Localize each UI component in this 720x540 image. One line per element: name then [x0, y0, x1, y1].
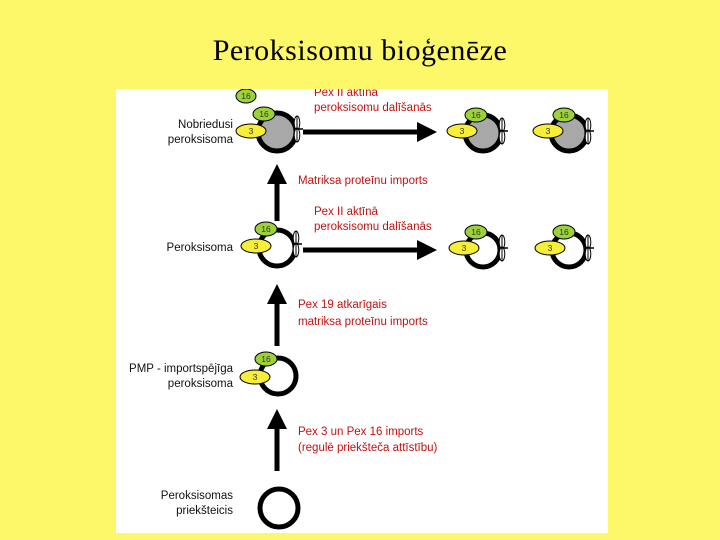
svg-text:3: 3 [548, 243, 553, 253]
pex3-protein [448, 240, 480, 256]
transition-label: Pex 19 atkarīgais [298, 299, 387, 311]
svg-text:3: 3 [249, 126, 254, 136]
svg-text:16: 16 [261, 224, 271, 234]
pex3-protein [240, 238, 272, 254]
svg-text:16: 16 [559, 227, 569, 237]
svg-text:16: 16 [559, 110, 569, 120]
pmp-import-competent-peroxisome: 3 16 [239, 351, 299, 397]
pex16-protein [552, 224, 576, 240]
peroxisome-precursor [257, 486, 301, 530]
transition-label: Pex II aktīnā [314, 206, 379, 218]
daughter-peroxisome: 3 16 [532, 107, 595, 154]
pex16-protein [552, 107, 576, 123]
pex16-protein [254, 351, 278, 367]
peroxisome-biogenesis-diagram: 3 16 16 3 16 3 16 3 16 3 16 [129, 87, 595, 530]
pex3-protein [239, 369, 271, 385]
daughter-peroxisome: 3 16 [446, 107, 509, 154]
svg-text:3: 3 [253, 372, 258, 382]
svg-text:16: 16 [471, 227, 481, 237]
stage-label: Nobriedusi [178, 119, 233, 131]
peroxisome: 3 16 [240, 221, 303, 269]
daughter-peroxisome: 3 16 [448, 224, 509, 270]
transition-label: (regulē priekšteča attīstību) [298, 442, 438, 454]
svg-text:3: 3 [462, 243, 467, 253]
pex16-protein [254, 221, 278, 237]
transition-label: matriksa proteīnu imports [298, 316, 428, 328]
stage-label: peroksisoma [168, 134, 234, 146]
svg-text:16: 16 [259, 109, 269, 119]
pex16-protein [464, 224, 488, 240]
pex16-protein [235, 88, 257, 104]
stage-label: PMP - importspējīga [129, 363, 234, 375]
svg-text:16: 16 [261, 354, 271, 364]
pex3-protein [532, 123, 564, 139]
svg-text:16: 16 [241, 91, 251, 101]
stage-label: Peroksisoma [167, 242, 234, 254]
diagram-panel: 3 16 16 3 16 3 16 3 16 3 16 [116, 87, 608, 533]
svg-text:3: 3 [460, 126, 465, 136]
stage-label: peroksisoma [168, 378, 234, 390]
svg-text:16: 16 [471, 110, 481, 120]
pex16-protein [252, 106, 276, 122]
stage-label: Peroksisomas [161, 490, 233, 502]
transition-label: Matriksa proteīnu imports [298, 175, 428, 187]
pex16-protein [464, 107, 488, 123]
transition-label: Pex II aktīnā [314, 89, 379, 99]
svg-text:3: 3 [254, 241, 259, 251]
transition-label: peroksisomu dalīšanās [314, 221, 432, 233]
transition-label: peroksisomu dalīšanās [314, 102, 432, 114]
pex3-protein [534, 240, 566, 256]
svg-text:3: 3 [546, 126, 551, 136]
pex3-protein [446, 123, 478, 139]
pex3-protein [235, 123, 267, 139]
stage-label: priekšteicis [176, 505, 233, 517]
slide-title: Peroksisomu bioģenēze [212, 34, 508, 67]
transition-label: Pex 3 un Pex 16 imports [298, 426, 424, 438]
daughter-peroxisome: 3 16 [534, 224, 595, 270]
mature-peroxisome: 3 16 16 [235, 88, 304, 154]
